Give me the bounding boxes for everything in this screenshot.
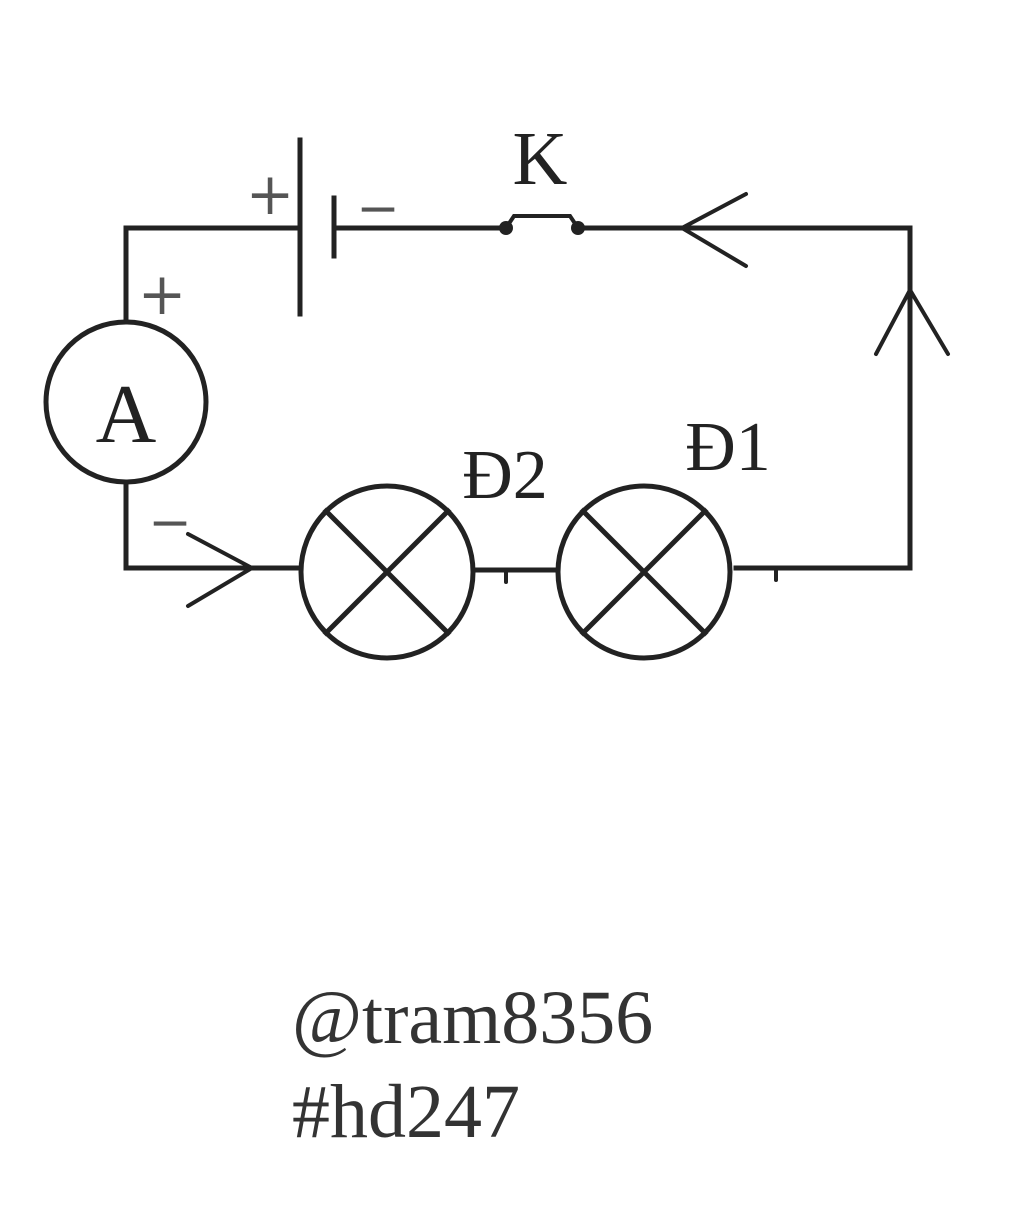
arrow-bottom-right-icon — [186, 532, 257, 608]
arrow-right-up-icon — [874, 285, 950, 356]
battery-plus-sign: + — [246, 160, 295, 228]
caption-hashtag: #hd247 — [292, 1070, 520, 1154]
arrow-top-left-icon — [677, 192, 748, 268]
caption-username: @tram8356 — [292, 976, 654, 1060]
ammeter-circle — [43, 319, 209, 485]
lamp-1: Đ1 — [555, 409, 771, 661]
ammeter-minus-sign: − — [148, 493, 192, 553]
switch-k: K — [499, 117, 585, 235]
current-arrows — [186, 192, 950, 608]
ammeter-plus-sign: + — [138, 260, 187, 328]
battery-minus-sign: − — [356, 179, 400, 239]
ammeter-label: A — [96, 368, 157, 461]
terminal-ticks — [504, 566, 778, 584]
ammeter: A + − — [43, 260, 209, 553]
lamp-2-circle — [298, 483, 476, 661]
switch-lever — [504, 214, 580, 230]
switch-label: K — [513, 117, 568, 201]
circuit-wires — [123, 225, 913, 573]
battery: + − — [246, 137, 400, 317]
lamp-1-circle — [555, 483, 733, 661]
lamp-2-label: Đ2 — [462, 437, 548, 514]
lamp-1-label: Đ1 — [685, 409, 771, 486]
lamp-2: Đ2 — [298, 437, 548, 661]
